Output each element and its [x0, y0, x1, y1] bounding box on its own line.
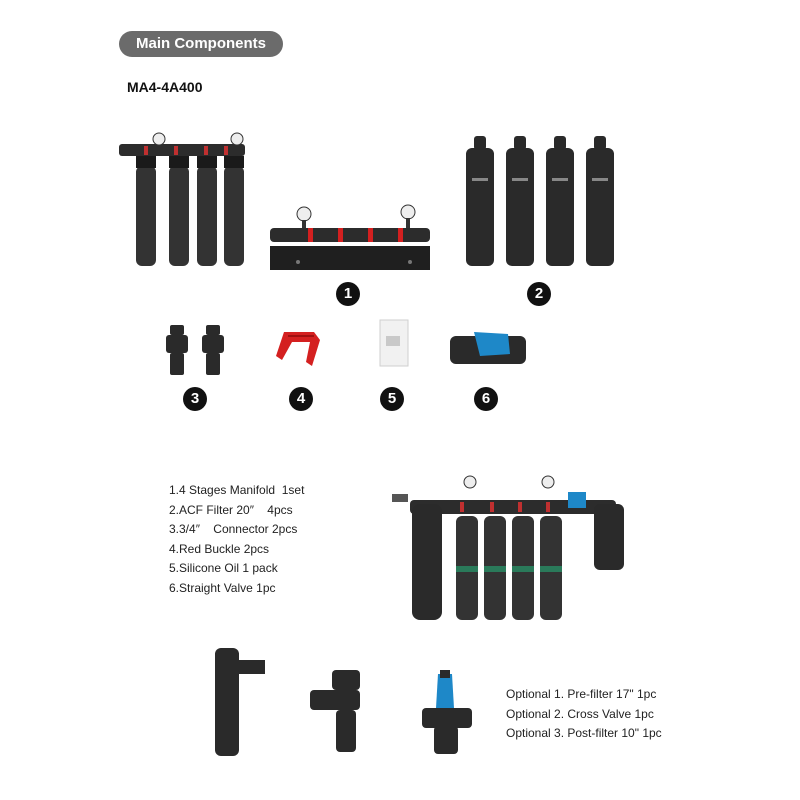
badge-3: 3: [183, 387, 207, 411]
badge-6: 6: [474, 387, 498, 411]
cross-valve-icon: [310, 670, 360, 752]
list-item: Optional 1. Pre-filter 17" 1pc: [506, 687, 657, 701]
optional-list: Optional 1. Pre-filter 17" 1pc Optional …: [506, 685, 662, 744]
red-buckle-icon: [276, 332, 320, 366]
badge-4: 4: [289, 387, 313, 411]
pre-filter-icon: [215, 648, 265, 756]
list-item: Optional 3. Post-filter 10" 1pc: [506, 726, 662, 740]
badge-2: 2: [527, 282, 551, 306]
model-number: MA4-4A400: [127, 79, 203, 95]
list-item: 4.Red Buckle 2pcs: [169, 541, 270, 556]
badge-5: 5: [380, 387, 404, 411]
badge-1: 1: [336, 282, 360, 306]
list-item: 2.ACF Filter 20″ 4pcs: [169, 502, 293, 517]
silicone-oil-icon: [379, 319, 409, 367]
acf-filter-icon: [466, 136, 614, 266]
list-item: 6.Straight Valve 1pc: [169, 580, 276, 595]
list-item: Optional 2. Cross Valve 1pc: [506, 706, 654, 721]
filter-system-icon: [119, 132, 245, 266]
connector-icon: [166, 325, 224, 375]
list-item: 3.3/4″ Connector 2pcs: [169, 522, 298, 536]
components-list: 1.4 Stages Manifold 1set 2.ACF Filter 20…: [169, 481, 304, 598]
post-filter-icon: [422, 670, 472, 754]
full-system-icon: [392, 475, 624, 620]
manifold-icon: [270, 204, 430, 270]
list-item: 1.4 Stages Manifold 1set: [169, 483, 305, 497]
list-item: 5.Silicone Oil 1 pack: [169, 561, 278, 575]
straight-valve-icon: [450, 332, 526, 364]
section-title-pill: Main Components: [119, 31, 283, 57]
